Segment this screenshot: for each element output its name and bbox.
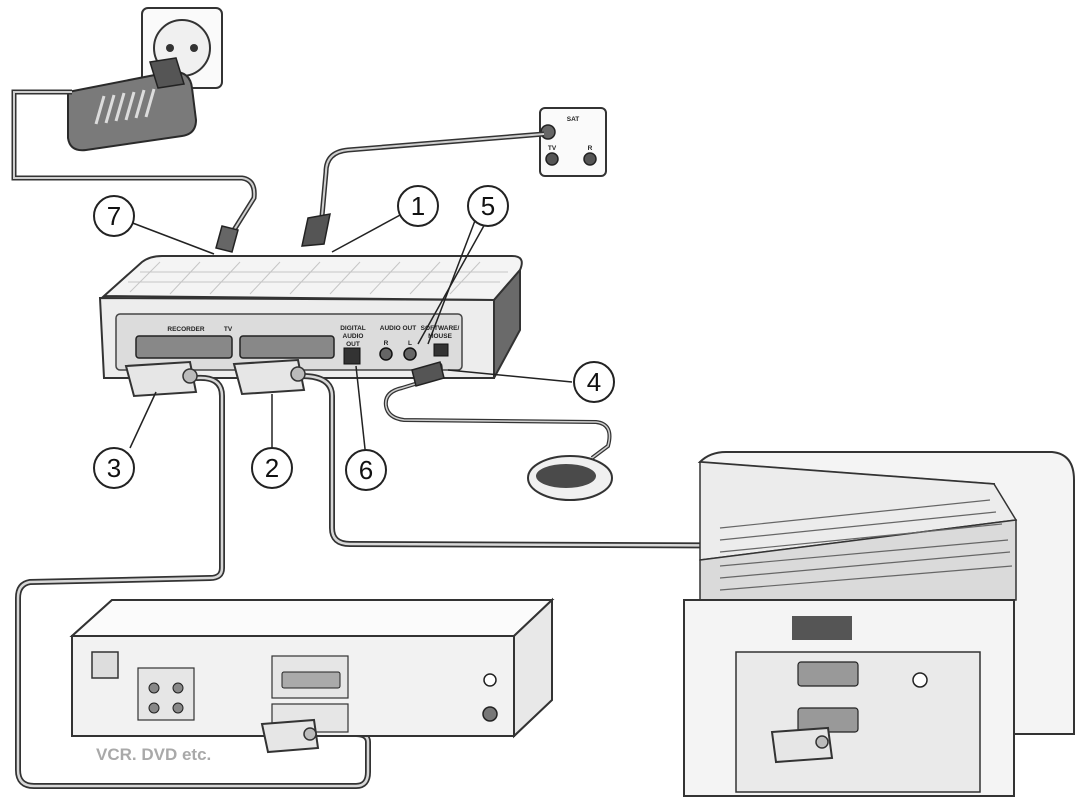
audio-l-label: L (408, 340, 412, 347)
sat-wall-socket: SAT TV R (539, 107, 607, 177)
audio-r-label: R (384, 340, 389, 347)
power-adapter (67, 57, 198, 152)
callout-7-label: 7 (107, 201, 121, 231)
callout-5-label: 5 (481, 191, 495, 221)
callout-3-label: 3 (107, 453, 121, 483)
callout-2: 2 (251, 447, 293, 489)
vcr-dvd-caption: VCR. DVD etc. (96, 745, 211, 764)
callout-5: 5 (467, 185, 509, 227)
sat-socket-label: SAT (567, 116, 580, 123)
callout-7: 7 (93, 195, 135, 237)
vcr-scart-plug (260, 718, 320, 754)
tv-scart-plug-end (770, 726, 834, 764)
mouse-plug (411, 361, 445, 387)
vcr-dvd-device (69, 597, 555, 739)
software-mouse-label-2: MOUSE (428, 333, 453, 340)
callout-1: 1 (397, 185, 439, 227)
software-mouse-label-1: SOFTWARE/ (421, 325, 460, 332)
digital-audio-out-label-3: OUT (346, 341, 360, 348)
recorder-scart-socket (135, 335, 233, 359)
audio-out-l-socket (403, 347, 417, 361)
callout-4-label: 4 (587, 367, 601, 397)
sat-coax-plug (301, 213, 331, 247)
callout-6-label: 6 (359, 455, 373, 485)
callout-1-label: 1 (411, 191, 425, 221)
sat-socket-tv-label: TV (548, 145, 557, 152)
tv-scart-socket (239, 335, 335, 359)
power-plug (215, 225, 239, 253)
callout-3: 3 (93, 447, 135, 489)
audio-out-label: AUDIO OUT (380, 325, 417, 332)
callout-4: 4 (573, 361, 615, 403)
recorder-label: RECORDER (167, 326, 205, 333)
recorder-scart-plug (124, 360, 198, 398)
sat-socket-r-label: R (588, 145, 593, 152)
mouse-device (527, 455, 613, 501)
tv-scart-plug (232, 358, 306, 396)
tv-set (683, 451, 1075, 797)
callout-6: 6 (345, 449, 387, 491)
tv-label: TV (224, 326, 233, 333)
callout-2-label: 2 (265, 453, 279, 483)
audio-out-r-socket (379, 347, 393, 361)
digital-audio-out-label-2: AUDIO (343, 333, 364, 340)
satellite-receiver (98, 255, 523, 379)
digital-audio-out-label-1: DIGITAL (340, 325, 366, 332)
software-mouse-port (433, 343, 449, 357)
digital-audio-out-socket (343, 347, 361, 365)
